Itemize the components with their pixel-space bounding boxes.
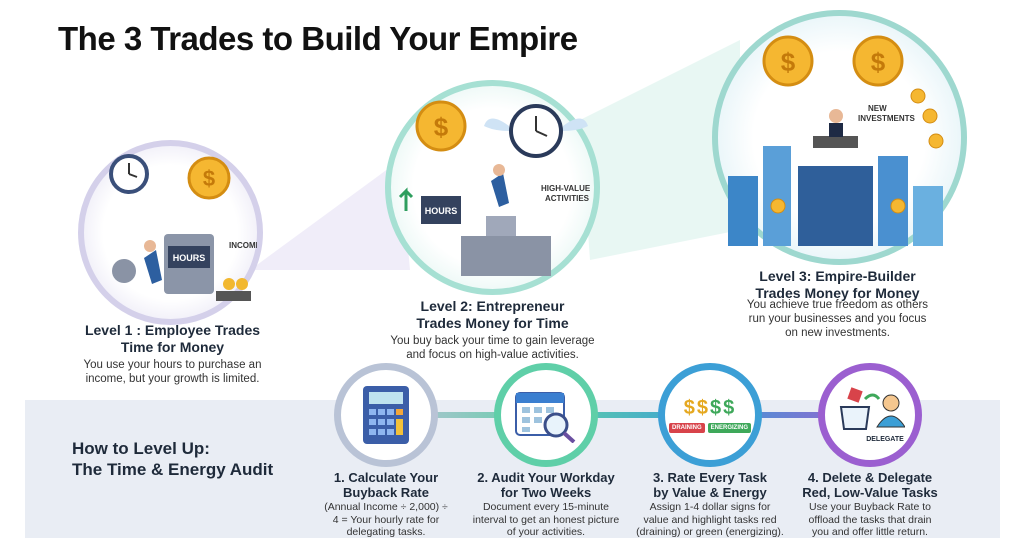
level-3-illustration: $ $ NEW INVESTMENTS	[712, 10, 967, 265]
svg-text:HOURS: HOURS	[425, 206, 458, 216]
calendar-audit-icon	[515, 392, 576, 443]
svg-text:$: $	[871, 47, 886, 77]
coin-icon	[852, 35, 904, 87]
coin-icon	[762, 35, 814, 87]
svg-text:$: $	[203, 166, 215, 191]
svg-text:$: $	[781, 47, 796, 77]
svg-text:HIGH-VALUE: HIGH-VALUE	[541, 184, 591, 193]
steps-connector	[386, 412, 870, 418]
level-2-illustration: $ HOURS HIGH-VALUE ACTIVITIES	[385, 80, 600, 295]
coin-icon	[187, 156, 231, 200]
svg-text:NEW: NEW	[868, 104, 887, 113]
step-1-icon-circle	[334, 363, 438, 467]
draining-tag: DRAINING	[668, 423, 705, 433]
step-4-icon-circle: DELEGATE	[818, 363, 922, 467]
calculator-icon	[363, 386, 409, 444]
svg-text:INCOME: INCOME	[229, 241, 257, 250]
howto-heading: How to Level Up:The Time & Energy Audit	[72, 439, 274, 479]
svg-text:ACTIVITIES: ACTIVITIES	[545, 194, 590, 203]
step-1-description: (Annual Income ÷ 2,000) ÷4 = Your hourly…	[324, 501, 448, 538]
coin-icon	[415, 100, 467, 152]
svg-text:INVESTMENTS: INVESTMENTS	[858, 114, 916, 123]
svg-text:$: $	[434, 112, 449, 142]
page-title: The 3 Trades to Build Your Empire	[58, 20, 578, 57]
level-connectors	[250, 40, 740, 270]
dollar-signs-icon: $$$$	[683, 397, 737, 419]
level-1-illustration: $ HOURS INCOME	[78, 140, 263, 325]
delegate-label: DELEGATE	[866, 436, 904, 443]
delete-delegate-icon	[839, 387, 906, 430]
step-3-icon-circle: $$$$ DRAINING ENERGIZING	[658, 363, 762, 467]
energizing-tag: ENERGIZING	[707, 423, 751, 433]
step-2-icon-circle	[494, 363, 598, 467]
svg-text:HOURS: HOURS	[173, 253, 206, 263]
